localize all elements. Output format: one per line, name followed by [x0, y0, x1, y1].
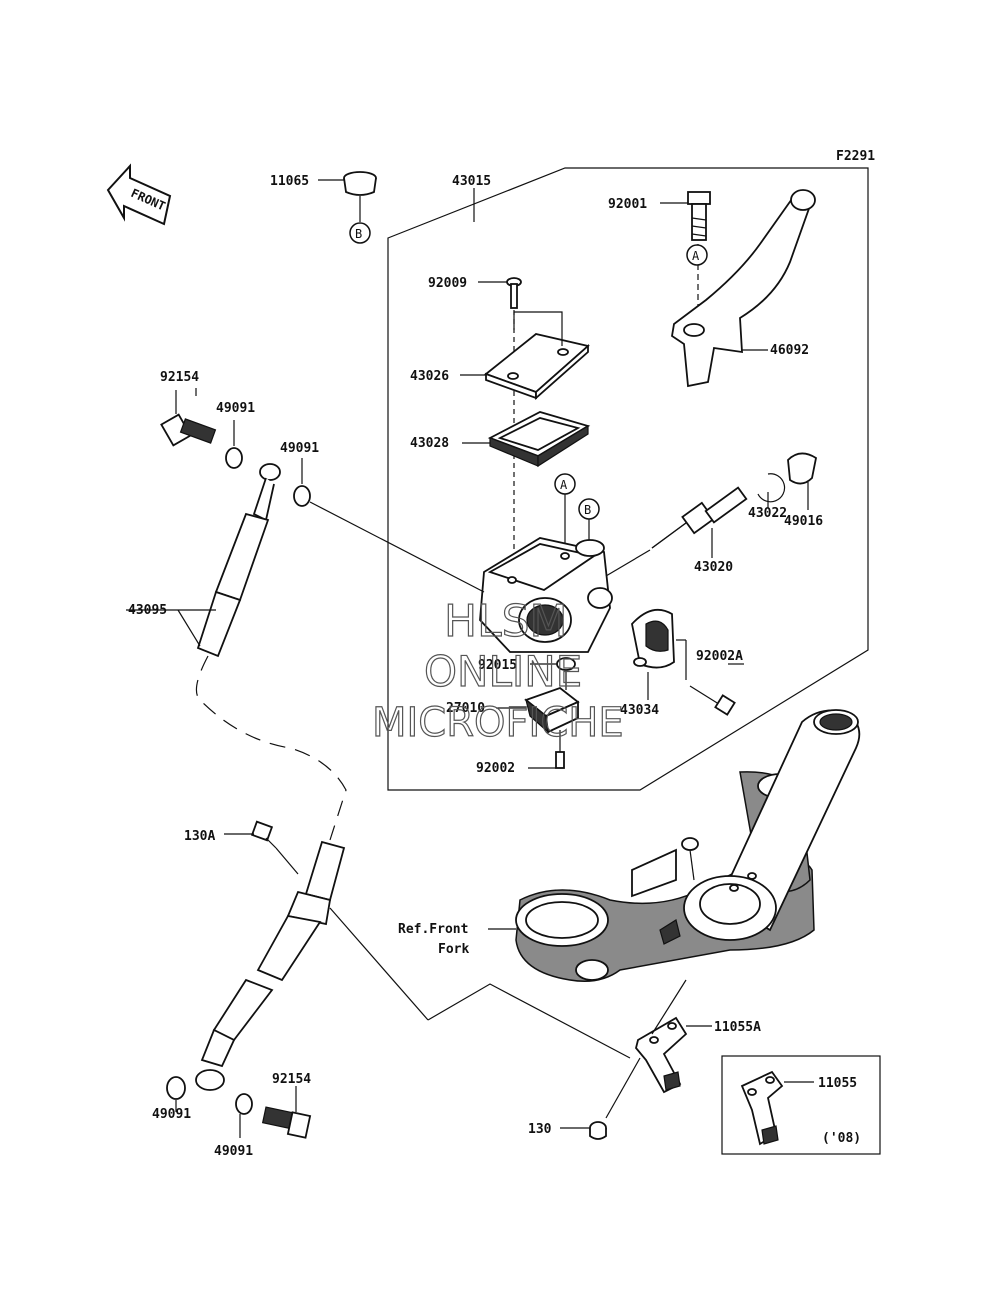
inset-box [721, 1055, 881, 1155]
marker-a-body: A [560, 478, 568, 492]
marker-b-body: B [584, 503, 591, 517]
part-label-43095: 43095 [128, 603, 167, 618]
marker-a-top: A [692, 249, 700, 263]
marker-b-top: B [355, 227, 362, 241]
switch-nut-part [530, 657, 576, 690]
lever-bolt-part [660, 191, 711, 320]
part-label-92001: 92001 [608, 197, 647, 212]
diaphragm-part [462, 411, 591, 468]
part-label-130A: 130A [184, 829, 215, 844]
part-label-49091-c: 49091 [152, 1107, 191, 1122]
ref-front-fork-line2: Fork [438, 942, 469, 957]
part-label-11065: 11065 [270, 174, 309, 189]
part-label-92015: 92015 [478, 658, 517, 673]
part-label-11055A: 11055A [714, 1020, 761, 1035]
part-label-43020: 43020 [694, 560, 733, 575]
piston-assembly-part [605, 486, 748, 577]
part-label-43034: 43034 [620, 703, 659, 718]
part-label-92009: 92009 [428, 276, 467, 291]
lower-washer-2 [235, 1093, 253, 1115]
watermark: HLSM ONLINE MICROFICHE [371, 595, 624, 746]
part-label-49091-a: 49091 [216, 401, 255, 416]
watermark-line2: ONLINE [424, 647, 582, 696]
front-arrow-icon: FRONT [106, 163, 172, 226]
brake-lever-part [671, 189, 816, 388]
lower-banjo-bolt-part [261, 1086, 312, 1139]
part-label-92154-bottom: 92154 [272, 1072, 311, 1087]
circlip-part [757, 473, 786, 503]
bracket-bolt-part [560, 1121, 607, 1140]
brake-hose-part [177, 463, 347, 1091]
part-label-43026: 43026 [410, 369, 449, 384]
part-label-49091-d: 49091 [214, 1144, 253, 1159]
upper-washer-2 [293, 485, 311, 507]
figure-code: F2291 [836, 149, 875, 164]
reservoir-cap-part [318, 171, 377, 222]
hose-bracket-part [605, 979, 712, 1119]
inset-bracket-part [740, 1070, 814, 1146]
part-label-130: 130 [528, 1122, 552, 1137]
ref-front-fork-line1: Ref.Front [398, 922, 468, 937]
part-label-27010: 27010 [446, 701, 485, 716]
part-label-49091-b: 49091 [280, 441, 319, 456]
part-label-43028: 43028 [410, 436, 449, 451]
dust-boot-part [787, 452, 818, 510]
marker-b-circle [349, 222, 371, 244]
part-label-92002: 92002 [476, 761, 515, 776]
master-cylinder-body-part [479, 537, 613, 653]
triple-clamp-part [515, 709, 861, 982]
upper-banjo-bolt-part [160, 388, 217, 447]
switch-screw-part [528, 751, 565, 769]
part-label-11055: 11055 [818, 1076, 857, 1091]
marker-a-circle [686, 244, 708, 266]
brake-switch-part [496, 686, 580, 756]
reservoir-cover-part [460, 311, 590, 400]
part-label-49016: 49016 [784, 514, 823, 529]
clamp-bolt-part [689, 663, 744, 716]
part-label-46092: 46092 [770, 343, 809, 358]
part-label-43022: 43022 [748, 506, 787, 521]
watermark-line3: MICROFICHE [372, 700, 624, 746]
upper-washer-1 [225, 447, 243, 469]
handlebar-clamp-part [631, 608, 687, 700]
hose-clamp-bolt-part [224, 820, 299, 875]
part-label-43015: 43015 [452, 174, 491, 189]
part-label-92154-top: 92154 [160, 370, 199, 385]
assembly-outline [387, 167, 869, 791]
inset-note: ('08) [822, 1131, 861, 1146]
part-label-92002A: 92002A [696, 649, 743, 664]
lower-washer-1 [166, 1076, 186, 1100]
watermark-line1: HLSM [444, 596, 568, 647]
